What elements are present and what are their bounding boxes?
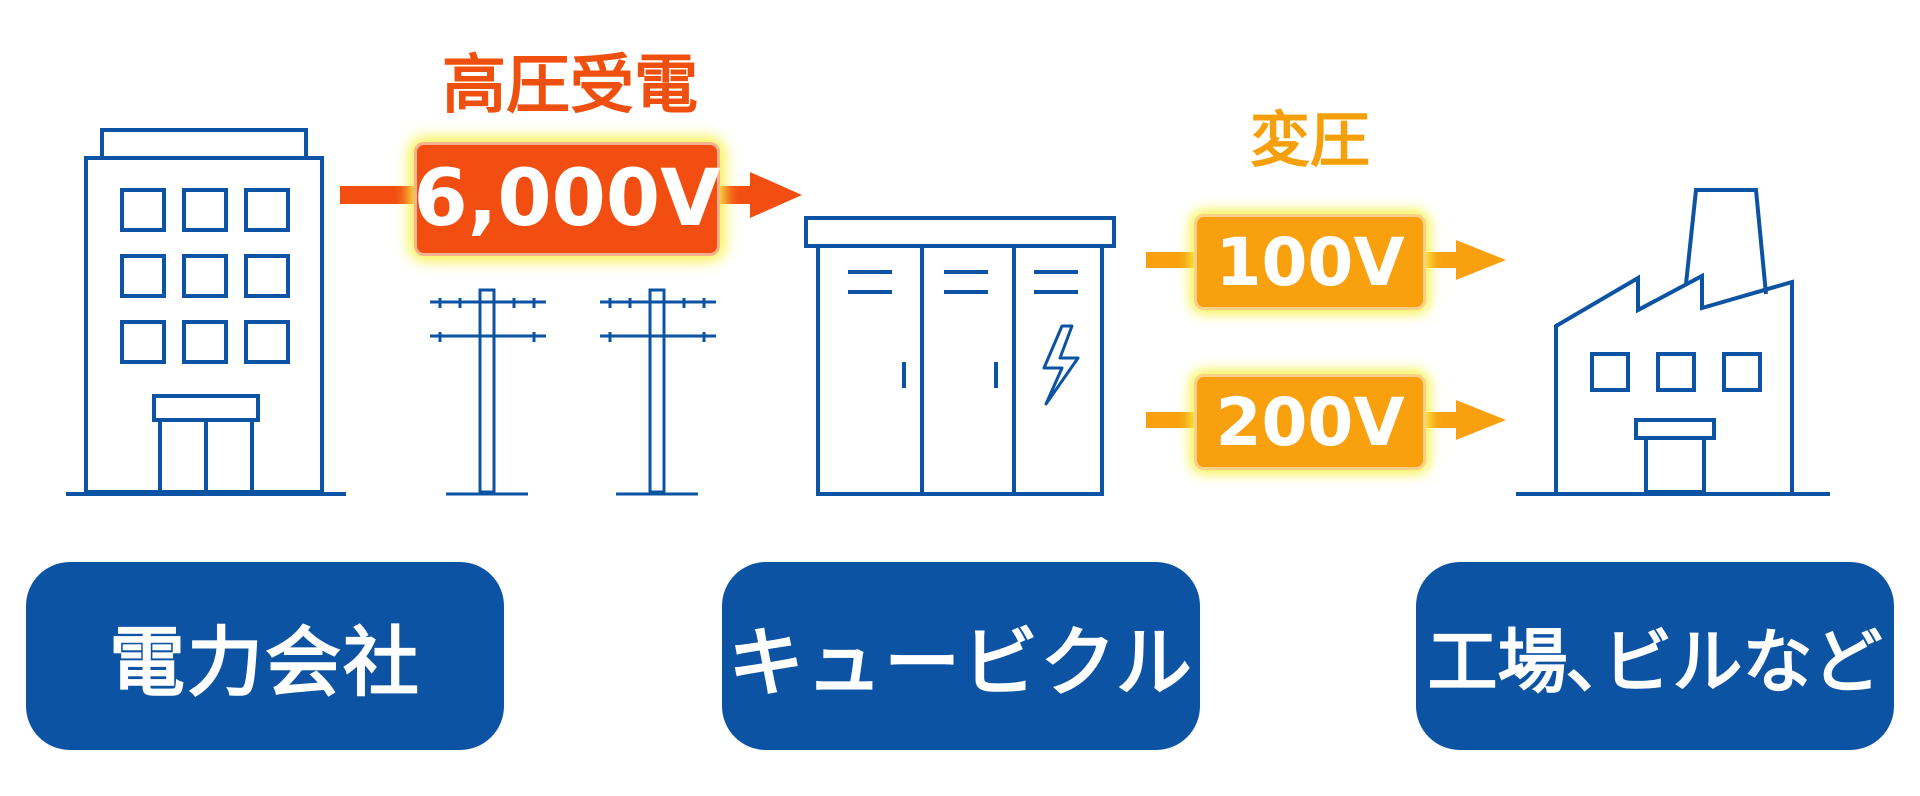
high-voltage-receive-label: 高圧受電 bbox=[442, 49, 698, 123]
voltage-box-6000v: 6,000V bbox=[413, 142, 721, 256]
utility-pole-icon bbox=[430, 288, 546, 496]
office-building-icon bbox=[66, 128, 346, 496]
factory-icon bbox=[1516, 188, 1830, 496]
caption-factory-building: 工場､ビルなど bbox=[1416, 562, 1894, 750]
utility-pole-icon bbox=[600, 288, 716, 496]
voltage-box-200v: 200V bbox=[1194, 374, 1426, 470]
caption-power-company: 電力会社 bbox=[26, 562, 504, 750]
transform-label: 変圧 bbox=[1250, 106, 1370, 176]
lightning-icon bbox=[1042, 324, 1080, 406]
cubicle-icon bbox=[804, 216, 1116, 496]
caption-cubicle: キュービクル bbox=[722, 562, 1200, 750]
voltage-box-100v: 100V bbox=[1194, 214, 1426, 310]
